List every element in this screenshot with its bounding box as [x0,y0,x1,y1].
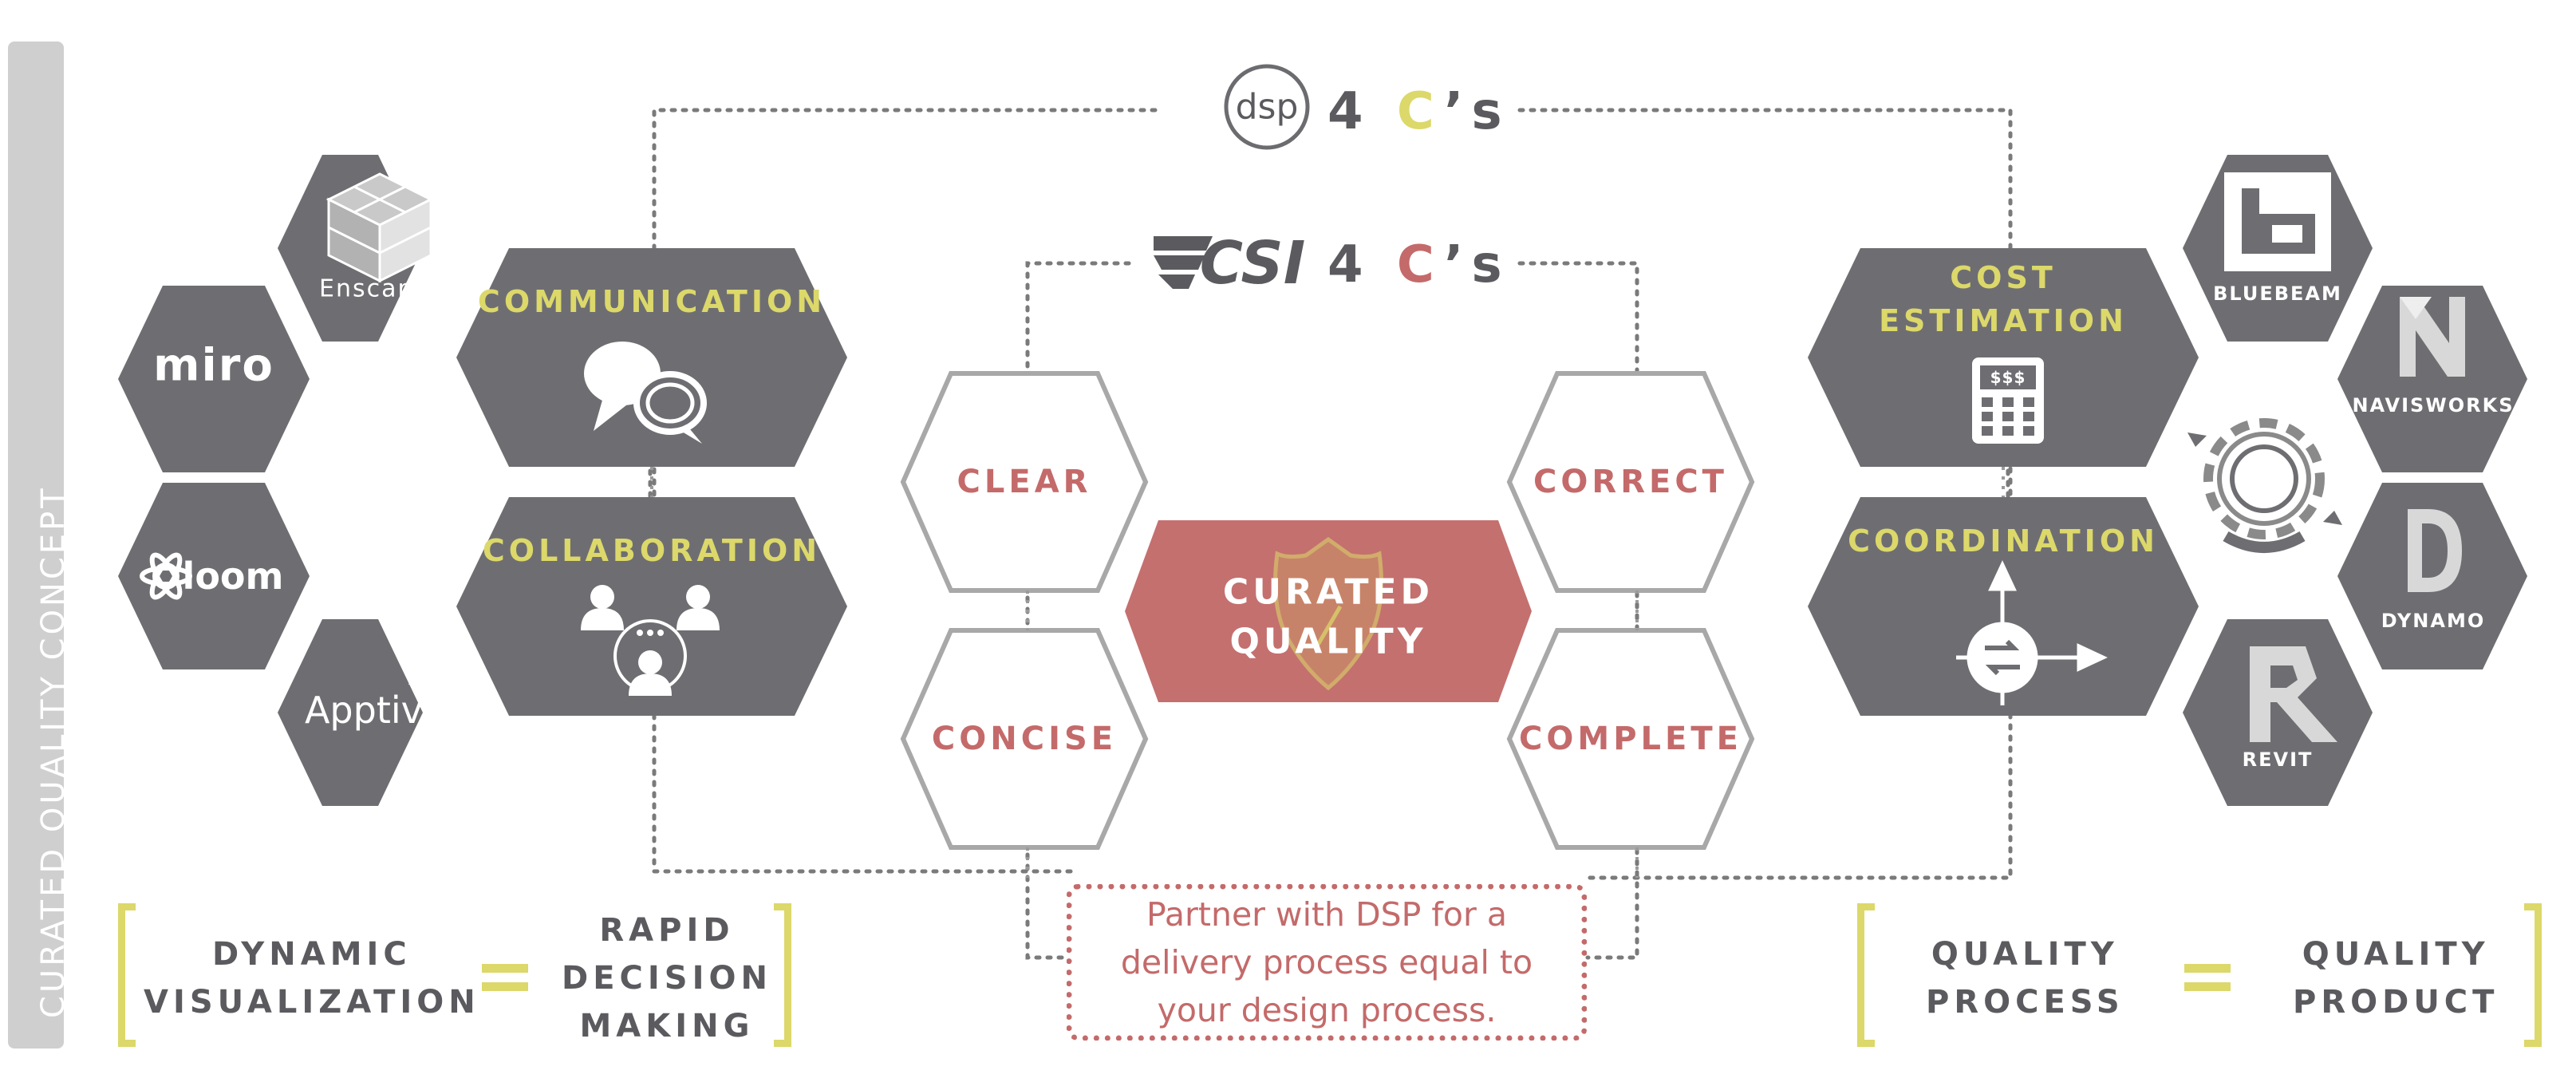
dsp-title: 4 C’s [1327,82,1510,141]
curated-label-line2: QUALITY [1229,621,1427,662]
rhs-line1: RAPID [599,912,735,949]
dsp-title-four: 4 [1327,82,1371,141]
left-equation-rhs: RAPID DECISION MAKING [562,906,772,1050]
coordination-label: COORDINATION [1848,523,2159,559]
rhs-line3: MAKING [579,1008,755,1045]
shield-check [1316,605,1343,646]
miro-hex [118,286,310,472]
cost-label-line2: ESTIMATION [1879,303,2128,338]
shield-icon [1273,536,1383,691]
bluebeam-logo-icon [2224,172,2331,271]
right-lhs-line1: QUALITY [1931,936,2119,973]
team-network-icon [581,585,720,696]
loom-icon [140,552,192,600]
complete-hex [1506,628,1755,850]
side-label-bar [8,41,64,1049]
csi-title: 4 C’s [1327,235,1510,294]
navisworks-label: NAVISWORKS [2352,394,2515,417]
right-equation-rhs: QUALITY PRODUCT [2293,930,2499,1026]
apptivo-leaf-icon [408,667,434,685]
csi-logo-wing [1154,236,1213,289]
dollar-gear-icon [2187,418,2342,553]
navisworks-hex [2337,286,2527,472]
lhs-line1: DYNAMIC [212,936,412,973]
collaboration-label: COLLABORATION [482,533,822,568]
bluebeam-label: BLUEBEAM [2213,282,2342,305]
partner-line2: delivery process equal to [1120,943,1533,981]
center-links [1026,590,1639,878]
revit-hex [2183,619,2373,806]
left-equals-sign [482,964,528,991]
communication-label: COMMUNICATION [477,284,826,319]
dynamo-logo-icon [2408,509,2462,592]
calculator-icon [1972,357,2044,444]
left-equation-close-bracket [774,903,791,1047]
complete-label: COMPLETE [1519,721,1742,757]
revit-label: REVIT [2242,748,2314,771]
clock-icon [306,408,457,559]
right-rhs-line2: PRODUCT [2293,984,2499,1021]
rhs-line2: DECISION [562,960,772,997]
csi-title-four: 4 [1327,235,1371,294]
dsp-logo [1224,64,1310,150]
correct-label: CORRECT [1533,464,1728,500]
enscape-label: Enscape [319,274,431,303]
loom-label: loom [182,555,284,598]
apptivo-label: Apptivo [304,689,446,732]
clear-label: CLEAR [957,464,1092,500]
navisworks-logo-icon [2400,297,2465,377]
csi-logo-text: CSI [1199,229,1306,298]
loom-hex [118,483,310,669]
left-equation-lhs: DYNAMIC VISUALIZATION [144,930,480,1026]
right-equals-sign [2184,964,2231,991]
correct-hex [1506,371,1755,593]
apptivo-hex [278,619,423,806]
dynamo-label: DYNAMO [2381,610,2486,632]
right-equation-lhs: QUALITY PROCESS [1926,930,2124,1026]
dsp-title-s: ’s [1444,82,1510,141]
partner-line1: Partner with DSP for a [1146,895,1507,934]
enscape-cube-icon [325,172,434,283]
coordination-axis-icon [1956,560,2108,705]
right-lhs-line2: PROCESS [1926,984,2124,1021]
right-equation-open-bracket [1857,903,1875,1047]
left-equation-open-bracket [118,903,136,1047]
concise-hex [900,628,1149,850]
clear-hex [900,371,1149,593]
revit-logo-icon [2250,646,2337,742]
speech-bubbles-icon [584,342,707,444]
cost-label-line1: COST [1950,260,2057,295]
miro-label: miro [153,339,274,392]
csi-title-c: C [1396,235,1445,294]
center-outline-hexes [900,371,1755,850]
collaboration-hex [456,497,847,716]
csi-title-s: ’s [1444,235,1510,294]
right-rhs-line1: QUALITY [2302,936,2490,973]
partner-callout: Partner with DSP for a delivery process … [1067,884,1587,1041]
partner-line3: your design process. [1157,991,1497,1029]
curated-label-line1: CURATED [1222,571,1434,613]
dsp-logo-text: dsp [1235,86,1299,128]
dsp-title-c: C [1396,82,1445,141]
right-equation-close-bracket [2524,903,2542,1047]
concise-label: CONCISE [931,721,1118,757]
lhs-line2: VISUALIZATION [144,984,480,1021]
dsp-connector [652,108,2013,880]
calculator-display: $$$ [1990,368,2026,387]
